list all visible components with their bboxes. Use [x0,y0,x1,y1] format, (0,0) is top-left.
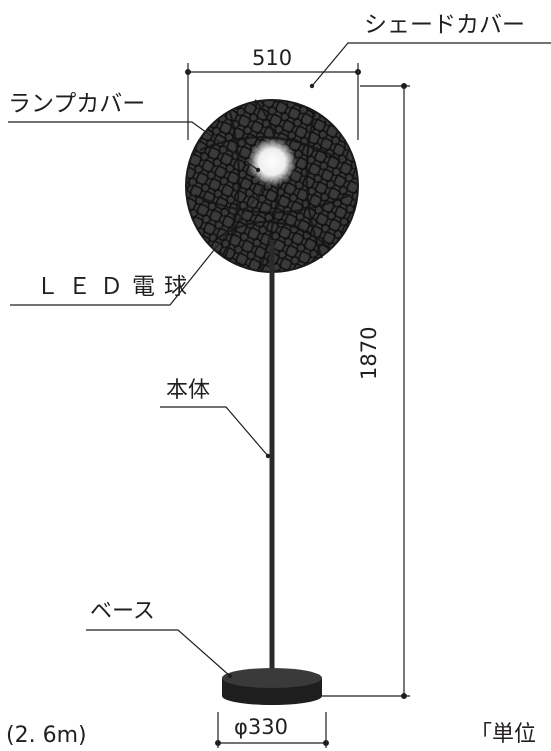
base-diameter-value: φ330 [234,715,288,739]
overall-height-value: 1870 [357,326,381,380]
led-bulb [248,138,296,186]
base-leader [86,629,231,677]
led-bulb-leader [10,189,263,306]
lamp-base [222,668,322,705]
base-label: ベース [90,599,155,624]
body-leader [160,406,269,457]
shade-width-dimension [185,63,362,140]
lamp-cover-leader [8,121,259,171]
lamp-pole [269,240,275,672]
shade-cover-label: シェードカバー [364,12,525,38]
shade-width-value: 510 [252,46,293,70]
led-bulb-label: ＬＥＤ電球 [36,274,196,300]
unit-note: 「単位 [470,722,537,747]
body-label: 本体 [166,378,211,403]
shade-cover-leader [311,42,551,87]
cord-length-note: (2. 6m) [6,723,87,748]
height-dimension [322,82,410,699]
base-diameter-dimension [215,712,330,748]
lamp-cover-label: ランプカバー [8,91,146,117]
